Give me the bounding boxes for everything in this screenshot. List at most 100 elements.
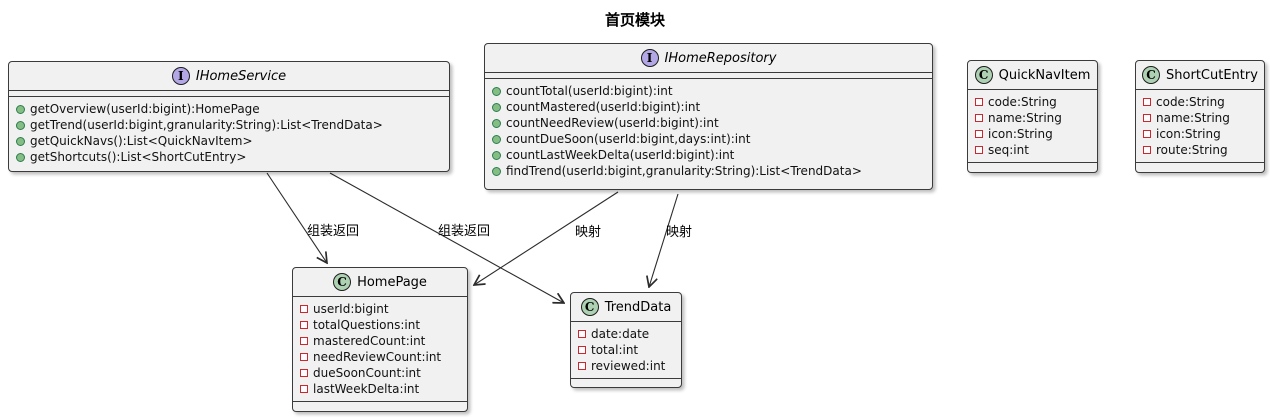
field-label: seq:int bbox=[988, 143, 1029, 157]
public-method-icon bbox=[16, 120, 25, 130]
class-spot-icon: C bbox=[974, 66, 993, 84]
class-box-ihomeservice: I IHomeService getOverview(userId:bigint… bbox=[8, 61, 450, 172]
method-label: getQuickNavs():List<QuickNavItem> bbox=[30, 134, 253, 148]
private-field-icon bbox=[300, 321, 308, 329]
public-method-icon bbox=[16, 104, 25, 114]
class-name: IHomeService bbox=[195, 68, 287, 84]
method-label: getShortcuts():List<ShortCutEntry> bbox=[30, 150, 247, 164]
class-spot-icon: C bbox=[1142, 66, 1161, 84]
method-label: findTrend(userId:bigint,granularity:Stri… bbox=[506, 164, 862, 178]
field-item: lastWeekDelta:int bbox=[300, 381, 461, 397]
field-item: date:date bbox=[578, 326, 675, 342]
methods-compartment: getOverview(userId:bigint):HomePage getT… bbox=[9, 96, 449, 171]
private-field-icon bbox=[1143, 114, 1151, 122]
method-label: countDueSoon(userId:bigint,days:int):int bbox=[506, 132, 751, 146]
methods-compartment bbox=[968, 162, 1097, 172]
fields-compartment: date:date total:int reviewed:int bbox=[571, 322, 681, 378]
method-item: getTrend(userId:bigint,granularity:Strin… bbox=[16, 117, 443, 133]
field-item: code:String bbox=[1143, 94, 1258, 110]
field-label: code:String bbox=[1156, 95, 1225, 109]
class-name: QuickNavItem bbox=[998, 67, 1091, 83]
method-item: getShortcuts():List<ShortCutEntry> bbox=[16, 149, 443, 165]
field-item: masteredCount:int bbox=[300, 333, 461, 349]
field-item: icon:String bbox=[975, 126, 1091, 142]
class-box-homepage: C HomePage userId:bigint totalQuestions:… bbox=[292, 267, 468, 412]
fields-compartment: userId:bigint totalQuestions:int mastere… bbox=[293, 297, 467, 401]
field-label: lastWeekDelta:int bbox=[313, 382, 420, 396]
private-field-icon bbox=[300, 369, 308, 377]
public-method-icon bbox=[16, 136, 25, 146]
class-title-bar: C ShortCutEntry bbox=[1136, 61, 1264, 90]
field-label: icon:String bbox=[1156, 127, 1221, 141]
field-label: total:int bbox=[591, 343, 639, 357]
fields-compartment: code:String name:String icon:String seq:… bbox=[968, 90, 1097, 162]
class-spot-icon: C bbox=[333, 273, 352, 291]
method-label: getTrend(userId:bigint,granularity:Strin… bbox=[30, 118, 383, 132]
method-item: countMastered(userId:bigint):int bbox=[492, 99, 926, 115]
interface-spot-icon: I bbox=[171, 67, 190, 85]
private-field-icon bbox=[1143, 98, 1151, 106]
class-title-bar: I IHomeRepository bbox=[485, 44, 932, 73]
field-label: dueSoonCount:int bbox=[313, 366, 421, 380]
method-item: countLastWeekDelta(userId:bigint):int bbox=[492, 147, 926, 163]
public-method-icon bbox=[16, 152, 25, 162]
public-method-icon bbox=[492, 118, 501, 128]
methods-compartment: countTotal(userId:bigint):int countMaste… bbox=[485, 78, 932, 189]
class-spot-icon: C bbox=[580, 298, 599, 316]
field-item: needReviewCount:int bbox=[300, 349, 461, 365]
edge-label: 映射 bbox=[666, 225, 693, 240]
field-item: name:String bbox=[1143, 110, 1258, 126]
method-label: countNeedReview(userId:bigint):int bbox=[506, 116, 719, 130]
public-method-icon bbox=[492, 150, 501, 160]
method-item: countDueSoon(userId:bigint,days:int):int bbox=[492, 131, 926, 147]
private-field-icon bbox=[300, 353, 308, 361]
private-field-icon bbox=[578, 346, 586, 354]
edge-label: 组装返回 bbox=[307, 224, 360, 239]
private-field-icon bbox=[578, 362, 586, 370]
field-item: route:String bbox=[1143, 142, 1258, 158]
class-title-bar: C TrendData bbox=[571, 293, 681, 322]
field-label: needReviewCount:int bbox=[313, 350, 442, 364]
private-field-icon bbox=[300, 337, 308, 345]
class-box-quicknavitem: C QuickNavItem code:String name:String i… bbox=[967, 60, 1098, 173]
public-method-icon bbox=[492, 166, 501, 176]
arrow-repository-to-trenddata bbox=[649, 193, 679, 287]
method-label: countLastWeekDelta(userId:bigint):int bbox=[506, 148, 735, 162]
methods-compartment bbox=[571, 378, 681, 387]
class-name: HomePage bbox=[357, 274, 427, 290]
class-title-bar: C QuickNavItem bbox=[968, 61, 1097, 90]
class-name: TrendData bbox=[604, 299, 672, 315]
method-label: countTotal(userId:bigint):int bbox=[506, 84, 673, 98]
class-name: ShortCutEntry bbox=[1166, 67, 1258, 83]
field-label: userId:bigint bbox=[313, 302, 389, 316]
private-field-icon bbox=[975, 98, 983, 106]
public-method-icon bbox=[492, 102, 501, 112]
field-label: reviewed:int bbox=[591, 359, 666, 373]
edge-label: 映射 bbox=[575, 225, 602, 240]
class-title-bar: I IHomeService bbox=[9, 62, 449, 91]
private-field-icon bbox=[578, 330, 586, 338]
field-item: userId:bigint bbox=[300, 301, 461, 317]
field-item: reviewed:int bbox=[578, 358, 675, 374]
private-field-icon bbox=[300, 385, 308, 393]
field-label: route:String bbox=[1156, 143, 1228, 157]
private-field-icon bbox=[1143, 146, 1151, 154]
field-label: name:String bbox=[1156, 111, 1230, 125]
method-label: countMastered(userId:bigint):int bbox=[506, 100, 701, 114]
field-item: dueSoonCount:int bbox=[300, 365, 461, 381]
private-field-icon bbox=[975, 130, 983, 138]
method-label: getOverview(userId:bigint):HomePage bbox=[30, 102, 260, 116]
arrow-service-to-homepage bbox=[266, 172, 327, 263]
field-item: icon:String bbox=[1143, 126, 1258, 142]
field-label: totalQuestions:int bbox=[313, 318, 421, 332]
field-item: name:String bbox=[975, 110, 1091, 126]
edge-label: 组装返回 bbox=[438, 224, 491, 239]
fields-compartment: code:String name:String icon:String rout… bbox=[1136, 90, 1264, 162]
class-title-bar: C HomePage bbox=[293, 268, 467, 297]
diagram-title: 首页模块 bbox=[604, 11, 665, 29]
field-label: name:String bbox=[988, 111, 1062, 125]
field-item: totalQuestions:int bbox=[300, 317, 461, 333]
private-field-icon bbox=[300, 305, 308, 313]
methods-compartment bbox=[1136, 162, 1264, 172]
